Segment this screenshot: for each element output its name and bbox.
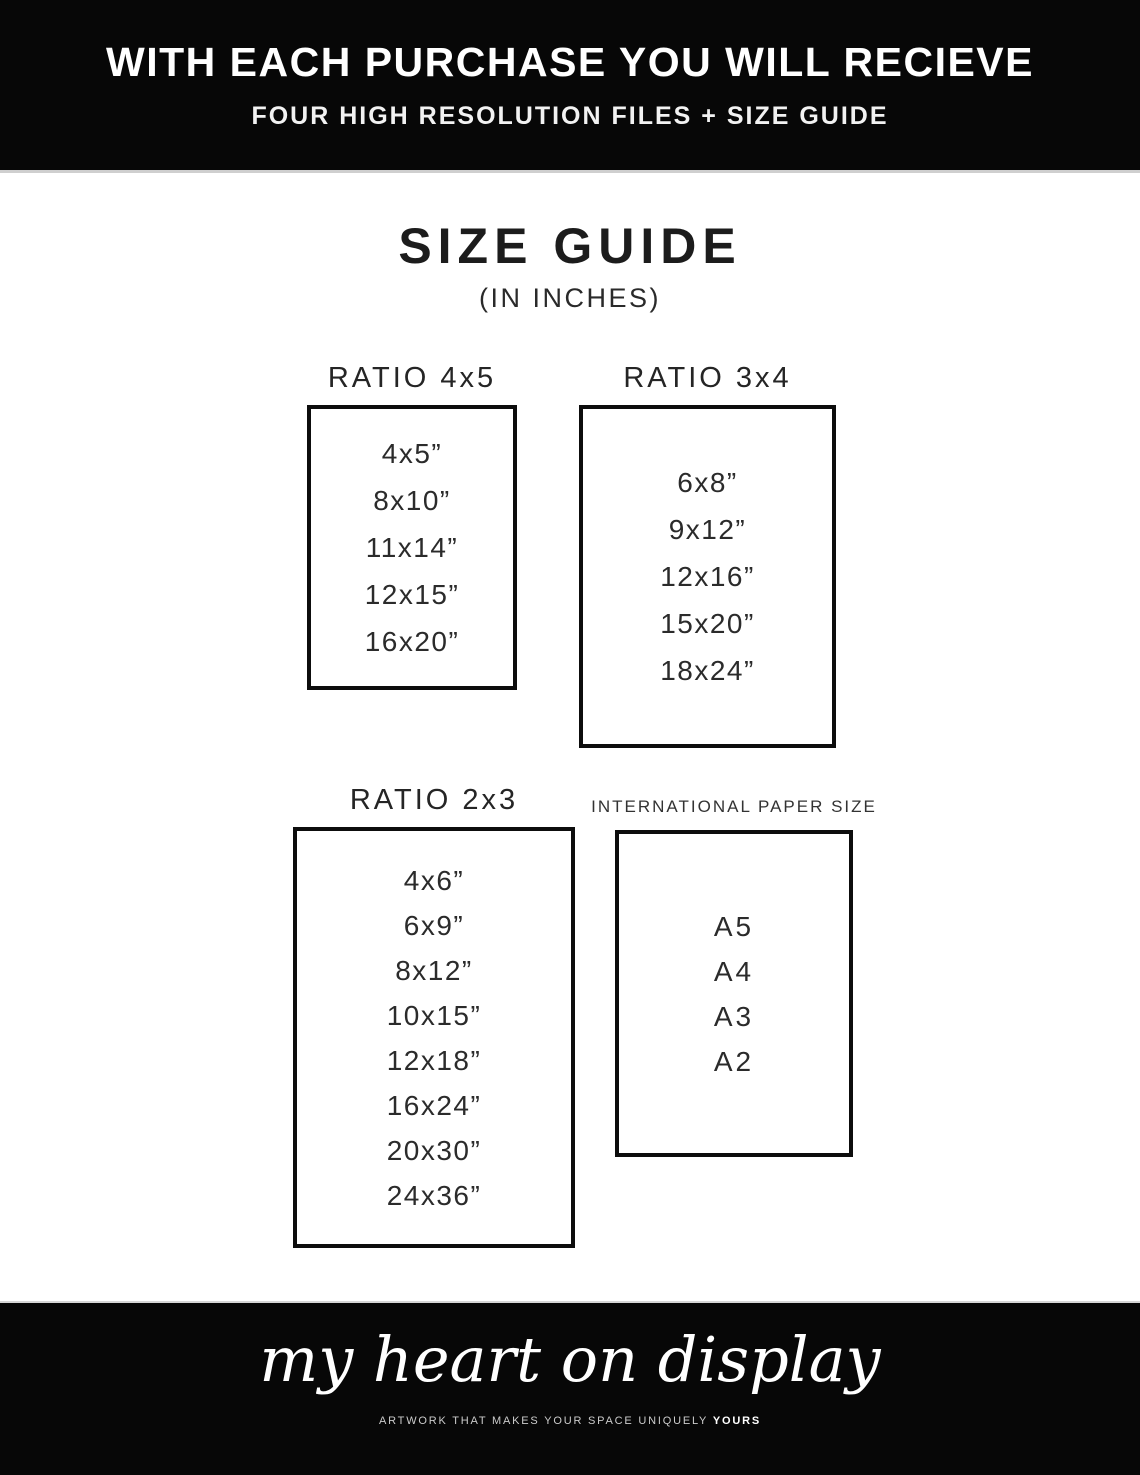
size-item: A5 [713,910,755,942]
panel-title-ratio-2x3: RATIO 2x3 [349,784,519,816]
size-item: 12x15” [364,579,460,610]
panel-title-ratio-3x4: RATIO 3x4 [623,362,792,394]
size-item: 12x18” [386,1044,482,1076]
panel-title-international-paper-size: INTERNATIONAL PAPER SIZE [591,797,877,816]
brand-tagline-bold: YOURS [712,1415,761,1427]
size-box-ratio-4x5: 4x5” 8x10” 11x14” 12x15” 16x20” [307,405,517,690]
size-item: 16x20” [364,626,460,657]
size-item: 11x14” [365,532,459,563]
brand-tagline: ARTWORK THAT MAKES YOUR SPACE UNIQUELY Y… [0,1415,1140,1427]
panel-ratio-3x4: RATIO 3x4 6x8” 9x12” 12x16” 15x20” 18x24… [579,363,836,748]
size-item: A4 [713,955,755,987]
size-item: 15x20” [660,608,755,639]
size-item: 20x30” [386,1134,482,1166]
size-item: 12x16” [660,561,755,592]
size-item: 6x9” [403,909,465,941]
size-item: A3 [713,1000,755,1032]
panel-ratio-4x5: RATIO 4x5 4x5” 8x10” 11x14” 12x15” 16x20… [307,363,517,690]
size-item: 16x24” [386,1089,482,1121]
size-item: 6x8” [677,467,738,498]
size-item: 24x36” [386,1179,482,1211]
header-title: WITH EACH PURCHASE YOU WILL RECIEVE [106,39,1034,85]
size-box-international-paper-size: A5 A4 A3 A2 [615,830,853,1157]
header-banner: WITH EACH PURCHASE YOU WILL RECIEVE FOUR… [0,0,1140,173]
brand-tagline-text: ARTWORK THAT MAKES YOUR SPACE UNIQUELY [379,1415,708,1427]
panel-international-paper-size: INTERNATIONAL PAPER SIZE A5 A4 A3 A2 [591,797,875,1157]
size-item: 4x6” [403,864,465,896]
size-box-ratio-2x3: 4x6” 6x9” 8x12” 10x15” 12x18” 16x24” 20x… [293,827,575,1248]
page-title: SIZE GUIDE [398,218,742,274]
size-item: 9x12” [668,514,747,545]
size-item: A2 [713,1045,755,1077]
panel-title-ratio-4x5: RATIO 4x5 [327,362,497,394]
panel-ratio-2x3: RATIO 2x3 4x6” 6x9” 8x12” 10x15” 12x18” … [293,785,575,1248]
brand-logo: my heart on display [259,1323,881,1396]
header-subtitle: FOUR HIGH RESOLUTION FILES + SIZE GUIDE [251,102,889,130]
page-subtitle: (IN INCHES) [479,283,661,313]
size-box-ratio-3x4: 6x8” 9x12” 12x16” 15x20” 18x24” [579,405,836,748]
footer-banner: my heart on display ARTWORK THAT MAKES Y… [0,1301,1140,1475]
size-item: 8x12” [395,954,473,986]
size-item: 18x24” [660,655,755,686]
size-item: 10x15” [386,999,482,1031]
size-item: 4x5” [381,438,443,469]
size-item: 8x10” [373,485,451,516]
